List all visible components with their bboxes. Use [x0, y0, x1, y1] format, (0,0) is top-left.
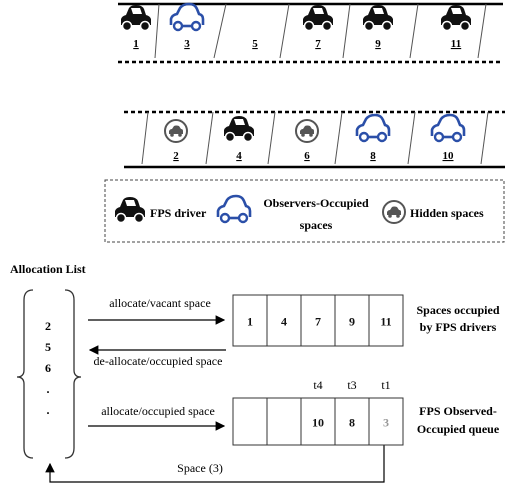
- list-cell: [266, 397, 302, 446]
- queue-time-label: t3: [347, 378, 356, 392]
- queue-time-label: t1: [381, 378, 390, 392]
- space-number: 7: [315, 38, 321, 50]
- fps-spaces-list: 1 4 7 9 11: [232, 294, 404, 347]
- observer-car-icon: [355, 113, 391, 143]
- fps-car-icon: [302, 4, 334, 32]
- arrow-allocate-vacant-label: allocate/vacant space: [109, 296, 211, 310]
- fps-list-label-2: by FPS drivers: [420, 320, 497, 334]
- observed-occupied-queue: 10 8 3 t4 t3 t1: [232, 378, 404, 446]
- hidden-car-icon: [295, 119, 319, 143]
- fps-car-icon: [440, 4, 472, 32]
- list-cell-value: 8: [349, 416, 355, 430]
- list-cell-value: 4: [281, 315, 287, 329]
- hidden-car-icon: [382, 200, 406, 224]
- allocation-item: 2: [45, 319, 51, 333]
- space-number: 6: [304, 150, 310, 162]
- fps-car-icon: [120, 4, 152, 32]
- legend-fps-label: FPS driver: [150, 206, 207, 220]
- list-cell-value: 3: [383, 416, 389, 430]
- legend-observer-label-2: spaces: [300, 218, 333, 232]
- list-cell-value: 9: [349, 315, 355, 329]
- hidden-car-icon: [164, 119, 188, 143]
- allocation-item: 5: [45, 340, 51, 354]
- queue-label-2: Occupied queue: [417, 422, 500, 436]
- legend-observer-label-1: Observers-Occupied: [263, 196, 369, 210]
- allocation-right-brace: [64, 289, 82, 459]
- bottom-spaces: 2 4 6 8 10: [164, 113, 466, 162]
- arrow-space-return-label: Space (3): [177, 461, 223, 475]
- allocation-item: 6: [45, 361, 51, 375]
- space-number: 2: [173, 150, 179, 162]
- allocation-left-brace: [16, 289, 34, 459]
- space-number: 5: [252, 38, 258, 50]
- queue-time-label: t4: [313, 378, 322, 392]
- bottom-parking-row: [124, 110, 505, 169]
- list-cell: [232, 294, 268, 347]
- list-cell: [232, 397, 268, 446]
- allocation-item: .: [47, 403, 50, 417]
- space-number: 1: [133, 38, 139, 50]
- fps-car-icon: [223, 115, 255, 143]
- list-cell: [300, 294, 336, 347]
- space-number: 9: [375, 38, 381, 50]
- allocation-title: Allocation List: [10, 262, 86, 276]
- fps-car-icon: [362, 4, 394, 32]
- list-cell-value: 1: [247, 315, 253, 329]
- list-cell-value: 10: [312, 416, 324, 430]
- arrow-space-return: [45, 444, 385, 483]
- observer-car-icon: [216, 194, 252, 224]
- queue-label-1: FPS Observed-: [419, 404, 497, 418]
- space-number: 11: [451, 38, 461, 50]
- arrow-allocate-occupied-label: allocate/occupied space: [101, 404, 215, 418]
- observer-car-icon: [430, 113, 466, 143]
- arrow-deallocate-label: de-allocate/occupied space: [94, 354, 223, 368]
- space-number: 4: [236, 150, 242, 162]
- legend-hidden-label: Hidden spaces: [410, 206, 484, 220]
- observer-car-icon: [169, 2, 205, 32]
- space-number: 3: [184, 38, 190, 50]
- fps-list-label-1: Spaces occupied: [416, 303, 499, 317]
- fps-car-icon: [114, 196, 146, 224]
- list-cell: [368, 294, 404, 347]
- list-cell: [334, 397, 370, 446]
- list-cell-value: 11: [380, 315, 391, 329]
- space-number: 10: [443, 150, 455, 162]
- allocation-items: 2 5 6..: [45, 319, 51, 417]
- list-cell: [368, 397, 404, 446]
- space-number: 8: [370, 150, 376, 162]
- legend: FPS driver Observers-Occupied spaces Hid…: [104, 179, 505, 243]
- top-spaces: 1 3 5 7 9 11: [120, 2, 472, 50]
- allocation-item: .: [47, 382, 50, 396]
- top-parking-row: [118, 2, 503, 64]
- list-cell-value: 7: [315, 315, 321, 329]
